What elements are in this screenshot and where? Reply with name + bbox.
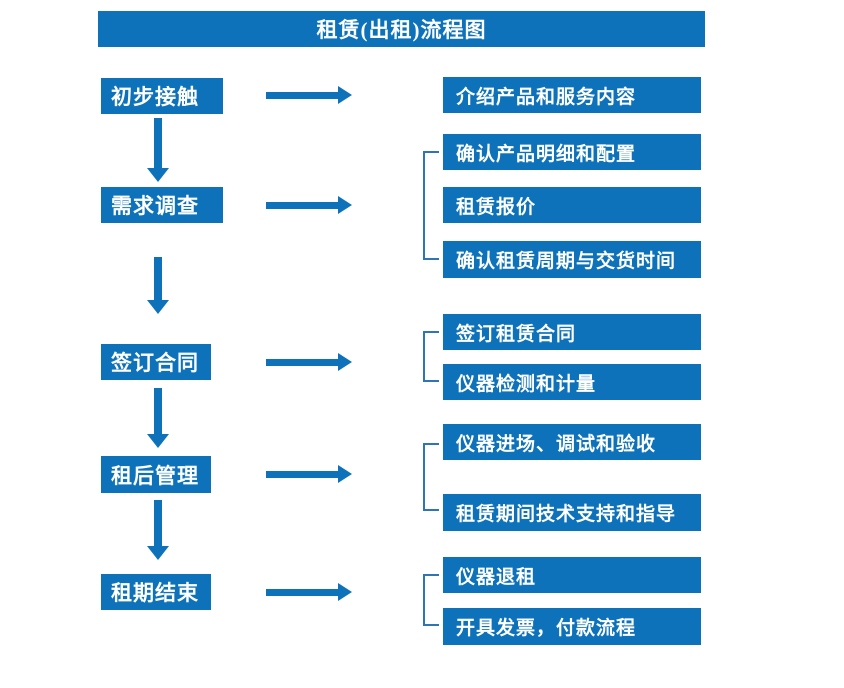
- arrow-down-icon: [147, 500, 169, 560]
- stage-label: 初步接触: [111, 85, 199, 109]
- output-label: 介绍产品和服务内容: [456, 86, 637, 108]
- arrow-down-icon: [147, 257, 169, 314]
- output-label: 租赁期间技术支持和指导: [456, 504, 677, 525]
- output-box-instrument-entry-debugging-acceptance: 仪器进场、调试和验收: [443, 424, 701, 460]
- output-label: 确认租赁周期与交货时间: [456, 251, 677, 272]
- stage-label: 租后管理: [111, 463, 199, 488]
- output-label: 确认产品明细和配置: [456, 143, 637, 165]
- output-box-sign-rental-contract: 签订租赁合同: [443, 314, 701, 350]
- arrow-right-icon: [266, 195, 352, 215]
- output-label: 仪器检测和计量: [456, 373, 597, 395]
- arrow-right-icon: [266, 352, 352, 372]
- arrow-right-icon: [266, 85, 352, 105]
- stage-label: 租期结束: [111, 581, 199, 605]
- output-label: 仪器进场、调试和验收: [456, 433, 657, 455]
- stage-box-sign-contract: 签订合同: [101, 344, 211, 380]
- stage-box-demand-survey: 需求调查: [101, 187, 223, 223]
- output-label: 开具发票，付款流程: [456, 618, 637, 639]
- output-box-invoice-payment-process: 开具发票，付款流程: [443, 608, 701, 645]
- output-label: 租赁报价: [456, 196, 537, 218]
- output-label: 签订租赁合同: [456, 323, 577, 345]
- diagram-title: 租赁(出租)流程图: [316, 18, 487, 42]
- stage-box-initial-contact: 初步接触: [101, 78, 223, 114]
- diagram-title-banner: 租赁(出租)流程图: [98, 11, 705, 47]
- bracket-icon: [423, 331, 439, 382]
- stage-label: 签订合同: [111, 351, 199, 375]
- output-box-confirm-product-details: 确认产品明细和配置: [443, 134, 701, 170]
- output-box-confirm-rental-period-delivery: 确认租赁周期与交货时间: [443, 241, 701, 278]
- output-box-technical-support-guidance: 租赁期间技术支持和指导: [443, 494, 701, 531]
- stage-box-rental-end: 租期结束: [101, 574, 211, 610]
- arrow-down-icon: [147, 388, 169, 448]
- arrow-down-icon: [147, 118, 169, 182]
- output-box-instrument-testing-calibration: 仪器检测和计量: [443, 364, 701, 400]
- bracket-icon: [423, 443, 439, 511]
- arrow-right-icon: [266, 582, 352, 602]
- bracket-icon: [423, 151, 439, 260]
- stage-box-post-rental-management: 租后管理: [101, 456, 211, 493]
- output-box-introduce-products-services: 介绍产品和服务内容: [443, 77, 701, 113]
- bracket-icon: [423, 574, 439, 626]
- output-box-rental-quotation: 租赁报价: [443, 187, 701, 223]
- output-label: 仪器退租: [456, 566, 537, 588]
- stage-label: 需求调查: [111, 194, 199, 218]
- output-box-instrument-return: 仪器退租: [443, 557, 701, 593]
- arrow-right-icon: [266, 464, 352, 484]
